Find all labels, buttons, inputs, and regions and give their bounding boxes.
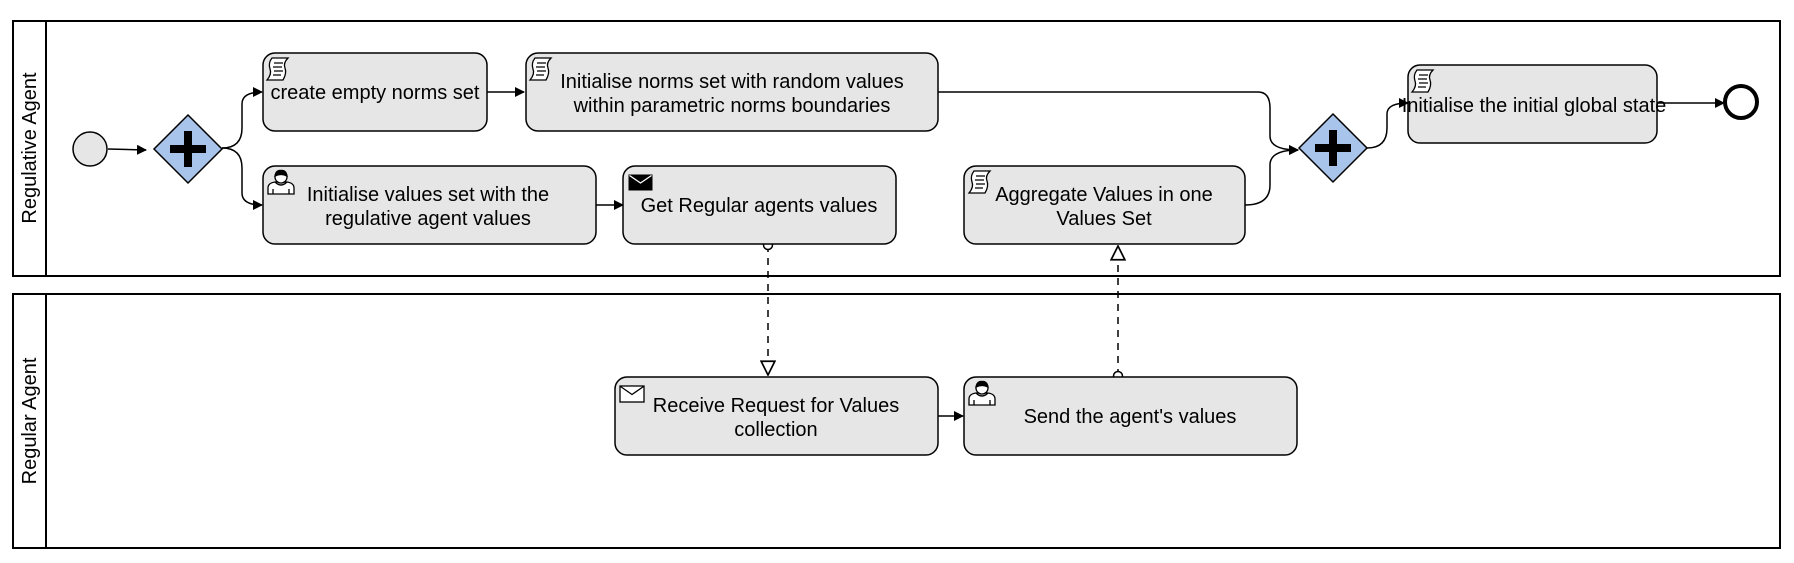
task-label-get-values: Get Regular agents values — [641, 195, 878, 217]
flow-join-to-init-global — [1366, 98, 1409, 149]
lane-label-regulative: Regulative Agent — [19, 72, 41, 224]
task-label-init-global: Initialise the initial global state — [1402, 95, 1667, 117]
flow-split-to-create-norms — [221, 87, 263, 149]
user-icon — [968, 380, 996, 406]
script-icon — [528, 57, 553, 81]
task-label-init-norms-line1: Initialise norms set with random values — [560, 71, 903, 93]
receive-message-icon — [619, 385, 645, 403]
task-label-receive-line1: Receive Request for Values — [653, 395, 899, 417]
flow-aggregate-to-join — [1244, 145, 1299, 206]
task-label-init-values-line1: Initialise values set with the — [307, 184, 549, 206]
sequence-flows — [107, 87, 1725, 421]
send-message-icon — [628, 174, 653, 191]
task-initialise-global-state[interactable]: Initialise the initial global state — [1402, 64, 1667, 144]
task-label-aggregate-line2: Values Set — [1056, 208, 1152, 230]
task-create-empty-norms-set[interactable]: create empty norms set — [262, 52, 488, 132]
message-flows — [768, 245, 1118, 376]
task-receive-request[interactable]: Receive Request for Values collection — [614, 376, 939, 456]
parallel-gateway-join — [1297, 112, 1369, 184]
user-icon — [267, 169, 295, 195]
script-icon — [967, 170, 992, 194]
task-send-agents-values[interactable]: Send the agent's values — [963, 376, 1298, 456]
task-label-receive-line2: collection — [734, 419, 817, 441]
task-label-init-values-line2: regulative agent values — [325, 208, 531, 230]
script-icon — [1410, 69, 1435, 93]
task-get-regular-agents-values[interactable]: Get Regular agents values — [622, 165, 897, 245]
script-icon — [265, 57, 290, 81]
task-label-init-norms-line2: within parametric norms boundaries — [573, 95, 891, 117]
task-initialise-values-set[interactable]: Initialise values set with the regulativ… — [262, 165, 597, 245]
task-aggregate-values[interactable]: Aggregate Values in one Values Set — [963, 165, 1246, 245]
end-event — [1723, 84, 1759, 120]
task-label-send-values: Send the agent's values — [1024, 406, 1237, 428]
task-label-aggregate-line1: Aggregate Values in one — [995, 184, 1213, 206]
parallel-gateway-split — [152, 113, 224, 185]
flow-start-to-split — [107, 144, 147, 155]
flow-init-norms-to-join — [938, 91, 1299, 155]
lane-label-regular: Regular Agent — [19, 357, 41, 484]
flow-split-to-init-values — [221, 147, 263, 210]
start-event — [72, 131, 108, 167]
task-initialise-norms-random[interactable]: Initialise norms set with random values … — [525, 52, 939, 132]
task-label-create-norms: create empty norms set — [271, 82, 480, 104]
